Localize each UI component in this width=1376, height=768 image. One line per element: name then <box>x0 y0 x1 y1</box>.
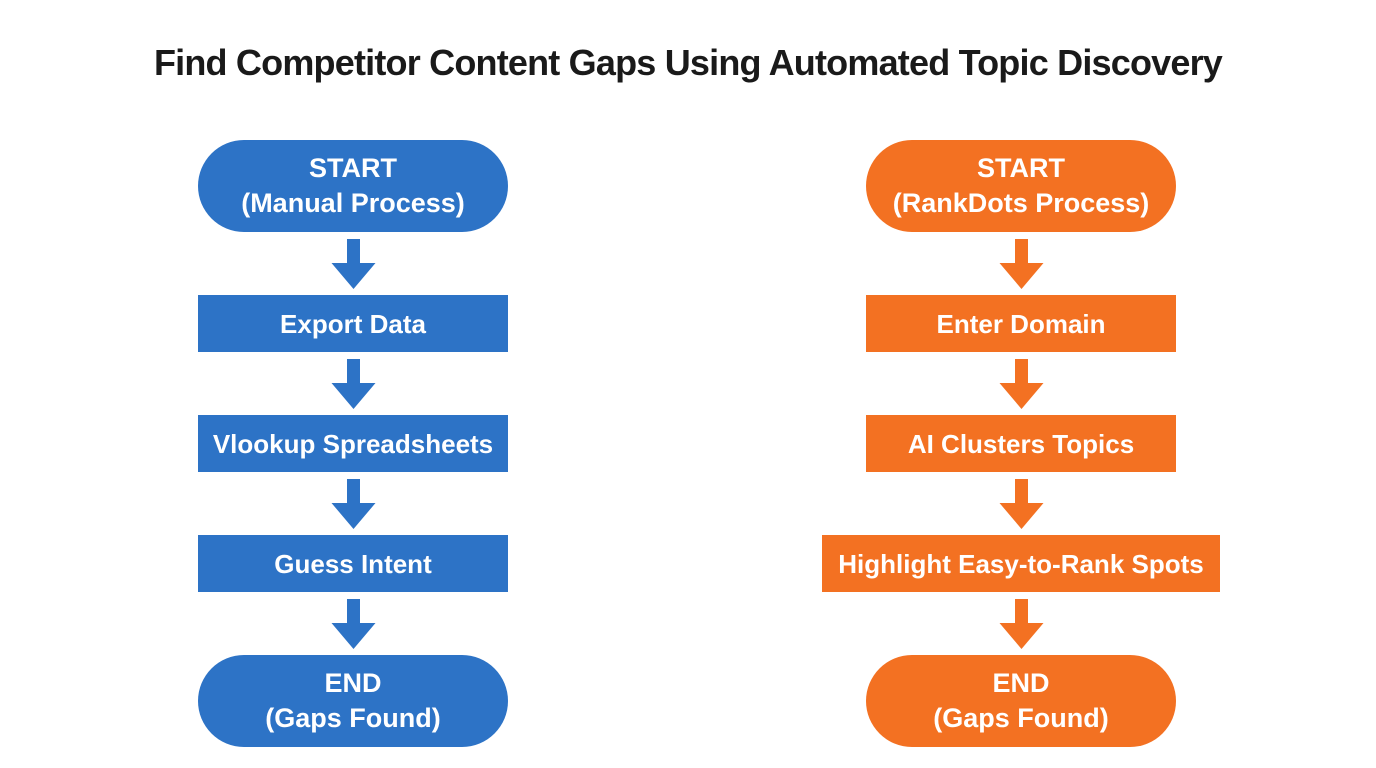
node-label: AI Clusters Topics <box>907 428 1135 459</box>
node-end-manual: END (Gaps Found) <box>198 655 508 747</box>
node-export-data: Export Data <box>198 295 508 352</box>
node-label: START <box>977 153 1065 183</box>
down-arrow-icon <box>999 352 1044 415</box>
node-label: Export Data <box>280 308 426 339</box>
node-label: Guess Intent <box>274 548 432 579</box>
node-vlookup-spreadsheets: Vlookup Spreadsheets <box>198 415 508 472</box>
node-label: END <box>324 668 382 698</box>
down-arrow-icon <box>331 232 376 295</box>
down-arrow-icon <box>331 472 376 535</box>
node-label: START <box>309 153 397 183</box>
rankdots-process-flow: START (RankDots Process) Enter Domain AI… <box>811 140 1231 747</box>
node-label: END <box>992 668 1050 698</box>
node-guess-intent: Guess Intent <box>198 535 508 592</box>
node-end-rankdots: END (Gaps Found) <box>866 655 1176 747</box>
down-arrow-icon <box>331 352 376 415</box>
node-start-rankdots: START (RankDots Process) <box>866 140 1176 232</box>
node-sublabel: (RankDots Process) <box>892 188 1150 218</box>
node-sublabel: (Gaps Found) <box>933 703 1109 733</box>
down-arrow-icon <box>999 472 1044 535</box>
down-arrow-icon <box>999 232 1044 295</box>
node-enter-domain: Enter Domain <box>866 295 1176 352</box>
node-ai-clusters-topics: AI Clusters Topics <box>866 415 1176 472</box>
node-highlight-easy-to-rank-spots: Highlight Easy-to-Rank Spots <box>822 535 1220 592</box>
down-arrow-icon <box>331 592 376 655</box>
diagram-title: Find Competitor Content Gaps Using Autom… <box>153 42 1223 83</box>
node-label: Enter Domain <box>936 308 1106 339</box>
manual-process-flow: START (Manual Process) Export Data Vlook… <box>143 140 563 747</box>
node-sublabel: (Manual Process) <box>241 188 465 218</box>
node-start-manual: START (Manual Process) <box>198 140 508 232</box>
node-sublabel: (Gaps Found) <box>265 703 441 733</box>
node-label: Vlookup Spreadsheets <box>212 428 494 459</box>
down-arrow-icon <box>999 592 1044 655</box>
node-label: Highlight Easy-to-Rank Spots <box>838 548 1204 579</box>
